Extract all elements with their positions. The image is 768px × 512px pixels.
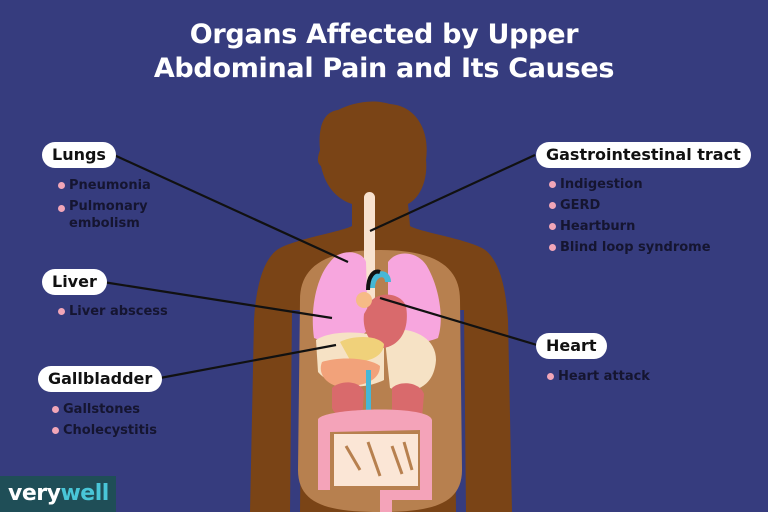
gallbladder-label: Gallbladder <box>38 366 163 392</box>
list-item: Heartburn <box>549 216 711 237</box>
gallbladder <box>340 337 384 362</box>
liver-causes-list: Liver abscess <box>58 301 168 322</box>
list-item: Pulmonary embolism <box>58 198 151 232</box>
pancreas <box>320 358 380 387</box>
list-item: GERD <box>549 195 711 216</box>
list-item: Cholecystitis <box>52 420 157 441</box>
list-item: Heart attack <box>547 366 650 387</box>
left-lung <box>312 252 368 342</box>
logo-part-well: well <box>60 481 109 506</box>
lungs-label: Lungs <box>42 142 116 168</box>
aorta <box>369 271 391 289</box>
stomach <box>384 329 436 391</box>
heart-pointer-line <box>379 296 538 347</box>
gi-tract-pointer-line <box>369 154 536 232</box>
list-item: Gallstones <box>52 399 157 420</box>
title-line-1: Organs Affected by Upper <box>189 19 579 50</box>
list-item: Blind loop syndrome <box>549 237 711 258</box>
small-intestine <box>334 434 418 486</box>
list-item: Pneumonia <box>58 175 151 196</box>
gi-tract-label: Gastrointestinal tract <box>536 142 751 168</box>
list-item: Indigestion <box>549 174 711 195</box>
large-intestine <box>318 409 432 512</box>
gallbladder-pointer-line <box>159 343 337 380</box>
heart <box>363 294 407 348</box>
logo-part-very: very <box>8 481 61 506</box>
verywell-logo[interactable]: verywell <box>0 476 116 512</box>
title-line-2: Abdominal Pain and Its Causes <box>153 53 615 84</box>
gallbladder-causes-list: Gallstones Cholecystitis <box>52 399 157 441</box>
list-item: Liver abscess <box>58 301 168 322</box>
lungs-pointer-line <box>113 153 349 264</box>
liver-label: Liver <box>42 269 107 295</box>
heart-label: Heart <box>536 333 607 359</box>
liver-pointer-line <box>102 280 333 320</box>
gi-tract-causes-list: Indigestion GERD Heartburn Blind loop sy… <box>549 174 711 258</box>
page-title: Organs Affected by Upper Abdominal Pain … <box>0 18 768 86</box>
pointer-lines <box>102 153 538 380</box>
lungs-causes-list: Pneumonia Pulmonary embolism <box>58 175 151 232</box>
heart-causes-list: Heart attack <box>547 366 650 387</box>
